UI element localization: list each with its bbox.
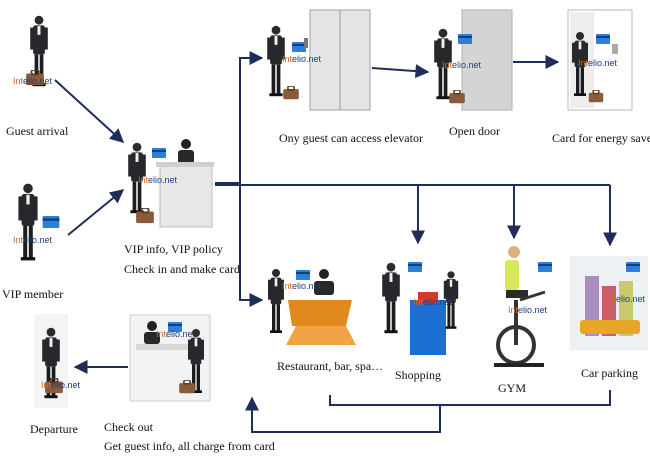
arrow-vip-to-checkin [67, 189, 125, 236]
watermark-prefix: Int [282, 281, 293, 291]
arrow-checkin-to-elevator [215, 51, 264, 184]
arrow-arrival-to-checkin [54, 79, 125, 143]
watermark: Intelio.net [138, 175, 177, 185]
watermark-suffix: elio.net [23, 76, 53, 86]
watermark-suffix: elio.net [588, 58, 618, 68]
watermark-suffix: elio.net [148, 175, 178, 185]
watermark-prefix: Int [282, 54, 293, 64]
shopping-scene [382, 262, 459, 355]
watermark-prefix: Int [156, 329, 167, 339]
label-energy-saver: Card for energy saver [552, 131, 650, 145]
elevator-scene [267, 9, 371, 111]
watermark-prefix: Int [13, 235, 24, 245]
watermark-prefix: Int [13, 76, 24, 86]
watermark: Intelio.net [442, 60, 481, 70]
watermark-prefix: Int [442, 60, 453, 70]
departure-scene [34, 314, 68, 408]
watermark-suffix: elio.net [51, 380, 81, 390]
arrow-return-to-checkout [245, 396, 441, 433]
watermark-suffix: elio.net [166, 329, 196, 339]
label-departure: Departure [30, 422, 78, 436]
label-check-in: Check in and make card [124, 262, 240, 276]
watermark: Intelio.net [13, 235, 52, 245]
watermark-suffix: elio.net [616, 294, 646, 304]
gym-scene [494, 246, 552, 367]
label-restaurant: Restaurant, bar, spa… [277, 359, 384, 373]
watermark-suffix: elio.net [423, 297, 453, 307]
arrow-checkin-to-restaurant [239, 183, 264, 307]
watermark-suffix: elio.net [23, 235, 53, 245]
open-door-scene [434, 9, 513, 111]
watermark: Intelio.net [282, 54, 321, 64]
watermark-prefix: Int [606, 294, 617, 304]
checkin-desk-scene [128, 139, 214, 228]
label-check-out: Check out [104, 420, 153, 434]
watermark: Intelio.net [413, 297, 452, 307]
restaurant-scene [268, 269, 356, 345]
watermark: Intelio.net [578, 58, 617, 68]
energy-saver-scene [567, 9, 633, 111]
vip-member-figure [18, 183, 60, 261]
watermark-prefix: Int [508, 305, 519, 315]
watermark-prefix: Int [578, 58, 589, 68]
watermark-prefix: Int [41, 380, 52, 390]
label-guest-arrival: Guest arrival [6, 124, 69, 138]
watermark-suffix: elio.net [452, 60, 482, 70]
watermark: Intelio.net [282, 281, 321, 291]
watermark: Intelio.net [606, 294, 645, 304]
arrow-elevator-to-door [371, 64, 430, 79]
car-parking-scene [570, 256, 648, 350]
watermark-prefix: Int [138, 175, 149, 185]
label-elevator: Ony guest can access elevator [279, 131, 423, 145]
label-get-guest-info: Get guest info, all charge from card [104, 439, 275, 453]
arrows [54, 51, 617, 433]
watermark-suffix: elio.net [292, 281, 322, 291]
label-car-parking: Car parking [581, 366, 638, 380]
watermark-suffix: elio.net [292, 54, 322, 64]
watermark: Intelio.net [508, 305, 547, 315]
watermark: Intelio.net [13, 76, 52, 86]
watermark-suffix: elio.net [518, 305, 548, 315]
watermark: Intelio.net [156, 329, 195, 339]
label-vip-member: VIP member [2, 287, 64, 301]
label-gym: GYM [498, 381, 527, 395]
label-vip-info: VIP info, VIP policy [124, 242, 223, 256]
line-facilities-return [329, 390, 611, 406]
watermark: Intelio.net [41, 380, 80, 390]
watermark-prefix: Int [413, 297, 424, 307]
label-shopping: Shopping [395, 368, 442, 382]
checkout-scene [129, 314, 211, 402]
label-open-door: Open door [449, 124, 500, 138]
